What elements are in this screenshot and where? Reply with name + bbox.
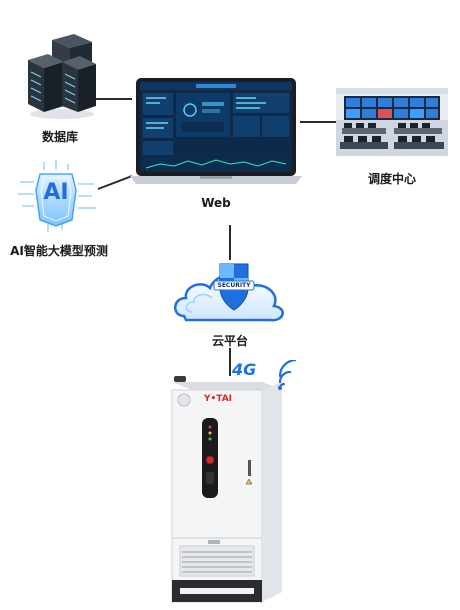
ai-web-line bbox=[97, 175, 133, 190]
ai-badge-text: AI bbox=[43, 180, 69, 205]
storage-cabinet-icon bbox=[171, 358, 298, 603]
cloud-node: SECURITY bbox=[170, 258, 290, 324]
security-text: SECURITY bbox=[217, 282, 251, 289]
cloud-security-icon bbox=[174, 263, 284, 322]
ai-label: AI智能大模型预测 bbox=[10, 244, 108, 258]
web-label: Web bbox=[201, 196, 231, 210]
network-badge: 4G bbox=[232, 360, 257, 379]
dispatch-node bbox=[336, 88, 448, 156]
database-label: 数据库 bbox=[41, 130, 78, 144]
cloud-label: 云平台 bbox=[211, 334, 248, 348]
server-rack-icon bbox=[28, 34, 96, 119]
brand-logo: Y•TAI bbox=[203, 394, 233, 404]
ai-chip-icon bbox=[18, 160, 96, 232]
dispatch-label: 调度中心 bbox=[367, 172, 416, 186]
laptop-icon bbox=[130, 78, 302, 184]
web-node bbox=[130, 76, 302, 186]
database-node bbox=[22, 32, 98, 120]
cabinet-node: 4G Y•TAI bbox=[166, 358, 298, 606]
ai-node: AI bbox=[14, 160, 98, 234]
control-room-icon bbox=[336, 88, 448, 156]
